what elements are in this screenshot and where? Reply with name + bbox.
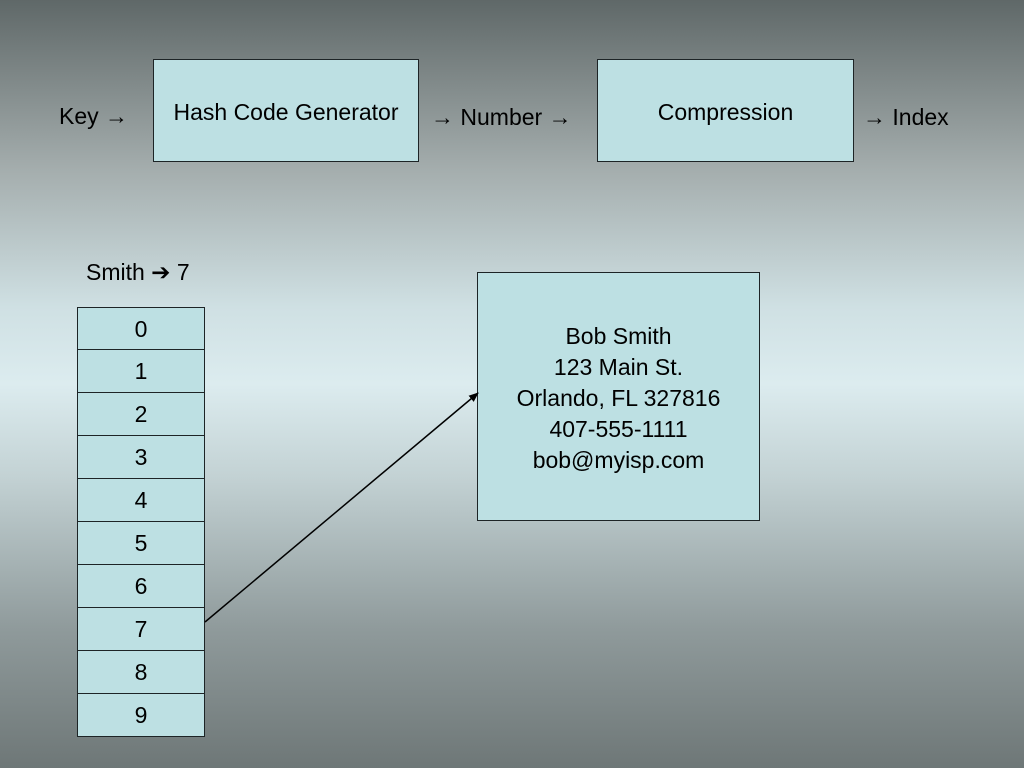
table-cell-1: 1 (77, 350, 205, 393)
record-street: 123 Main St. (553, 354, 684, 380)
table-cell-4: 4 (77, 479, 205, 522)
compression-box: Compression (597, 59, 854, 162)
record-box: Bob Smith 123 Main St. Orlando, FL 32781… (477, 272, 760, 521)
record-name: Bob Smith (565, 323, 672, 349)
table-cell-0: 0 (77, 307, 205, 350)
table-cell-2: 2 (77, 393, 205, 436)
record-email: bob@myisp.com (532, 447, 705, 473)
table-cell-7: 7 (77, 608, 205, 651)
hash-table: 0 1 2 3 4 5 6 7 8 9 (77, 307, 205, 737)
key-label: Key → (59, 103, 129, 129)
pointer-arrow (204, 392, 479, 623)
table-cell-8: 8 (77, 651, 205, 694)
table-cell-6: 6 (77, 565, 205, 608)
index-label: → Index (863, 104, 949, 130)
hash-code-generator-label: Hash Code Generator (173, 99, 399, 125)
table-cell-9: 9 (77, 694, 205, 737)
record-phone: 407-555-1111 (549, 416, 688, 442)
record-city: Orlando, FL 327816 (516, 385, 721, 411)
table-cell-5: 5 (77, 522, 205, 565)
hash-code-generator-box: Hash Code Generator (153, 59, 419, 162)
smith-mapping-label: Smith ➔ 7 (86, 259, 190, 285)
number-label: → Number → (431, 104, 572, 130)
compression-label: Compression (657, 99, 794, 125)
table-cell-3: 3 (77, 436, 205, 479)
